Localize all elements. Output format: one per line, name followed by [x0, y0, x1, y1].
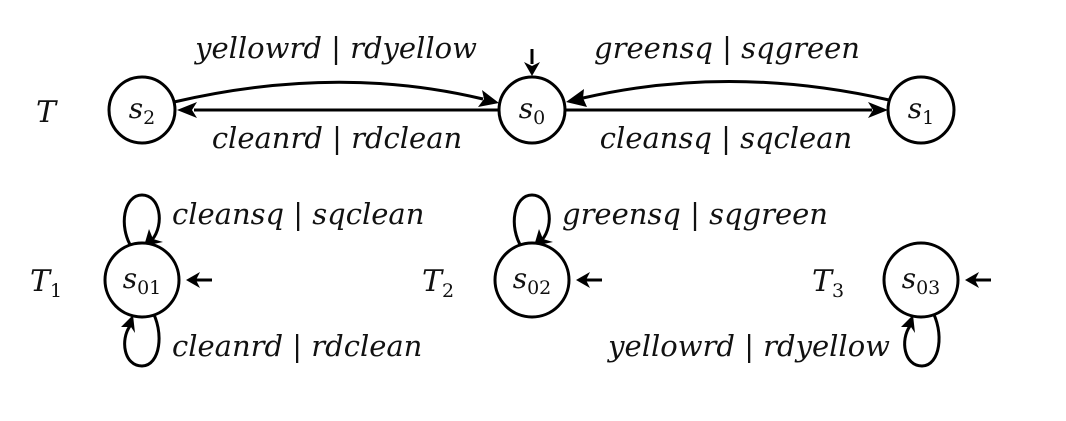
initial-arrow-s02	[576, 272, 602, 288]
state-s02: s02	[493, 241, 571, 319]
edge-label-s2-to-s0: yellowrd | rdyellow	[193, 31, 477, 65]
svg-text:s2: s2	[129, 92, 155, 129]
system-label-t1: T1	[30, 264, 62, 302]
svg-text:s02: s02	[513, 262, 552, 299]
self-loop-s01-top	[122, 193, 163, 249]
loop-label-s03-bottom: yellowrd | rdyellow	[606, 329, 890, 363]
edge-s1-to-s0	[566, 80, 890, 107]
edge-label-s0-to-s1: cleansq | sqclean	[600, 121, 852, 155]
loop-label-s01-top: cleansq | sqclean	[172, 197, 424, 231]
system-label-t3: T3	[812, 264, 844, 302]
self-loop-s02-top	[512, 193, 553, 249]
system-label-t: T	[36, 95, 58, 130]
initial-arrow-s0	[524, 49, 540, 76]
loop-label-s02-top: greensq | sqgreen	[562, 197, 828, 231]
state-s03: s03	[882, 241, 960, 319]
edge-s0-to-s2	[177, 102, 499, 118]
system-label-t2: T2	[422, 264, 454, 302]
edge-label-s0-to-s2: cleanrd | rdclean	[212, 121, 462, 155]
edge-s2-to-s0	[173, 80, 499, 107]
self-loop-s03-bottom	[901, 308, 941, 368]
svg-text:s0: s0	[519, 92, 545, 129]
loop-label-s01-bottom: cleanrd | rdclean	[172, 329, 422, 363]
self-loop-s01-bottom	[121, 308, 161, 368]
svg-text:s01: s01	[123, 262, 162, 299]
initial-arrow-s01	[186, 272, 212, 288]
state-s1: s1	[886, 75, 956, 145]
edge-s0-to-s1	[565, 102, 888, 118]
svg-text:s1: s1	[908, 92, 934, 129]
initial-arrow-s03	[965, 272, 991, 288]
state-s2: s2	[107, 75, 177, 145]
state-s0: s0	[497, 75, 567, 145]
state-s01: s01	[103, 241, 181, 319]
edge-label-s1-to-s0: greensq | sqgreen	[594, 31, 860, 65]
svg-text:s03: s03	[902, 262, 941, 299]
